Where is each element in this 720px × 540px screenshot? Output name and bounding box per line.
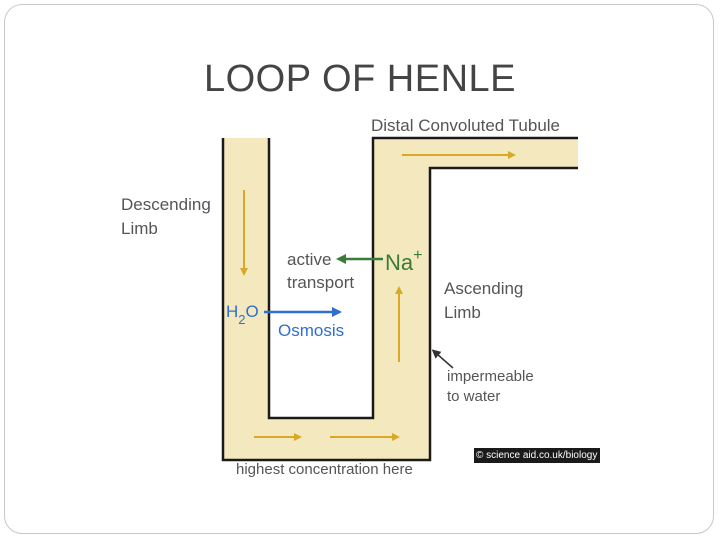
descending-limb-label-line2: Limb: [121, 219, 158, 238]
impermeable-pointer: [431, 349, 454, 369]
water-o: O: [246, 302, 259, 321]
ascending-limb-label-line1: Ascending: [444, 279, 523, 298]
tubule-lumen: [223, 138, 578, 460]
tubule-walls: [221, 136, 578, 462]
osmosis-label: Osmosis: [278, 321, 344, 340]
sodium-symbol: Na: [385, 250, 414, 275]
ascending-limb-label-line2: Limb: [444, 303, 481, 322]
water-subscript: 2: [238, 312, 245, 327]
outer-wall: [221, 138, 578, 462]
descending-limb-label-line1: Descending: [121, 195, 211, 214]
sodium-ion-label: Na+: [385, 247, 422, 275]
sodium-charge: +: [413, 247, 422, 264]
inner-wall: [267, 136, 578, 420]
impermeable-label-line1: impermeable: [447, 368, 534, 385]
distal-convoluted-tubule-label: Distal Convoluted Tubule: [371, 116, 560, 135]
highest-concentration-label: highest concentration here: [236, 461, 413, 478]
active-transport-label-line1: active: [287, 250, 331, 269]
slide-title: LOOP OF HENLE: [203, 58, 516, 100]
water-formula-label: H2O: [226, 302, 259, 327]
source-credit: © science aid.co.uk/biology: [474, 448, 600, 463]
impermeable-label-line2: to water: [447, 388, 500, 405]
water-h: H: [226, 302, 238, 321]
active-transport-label-line2: transport: [287, 273, 354, 292]
